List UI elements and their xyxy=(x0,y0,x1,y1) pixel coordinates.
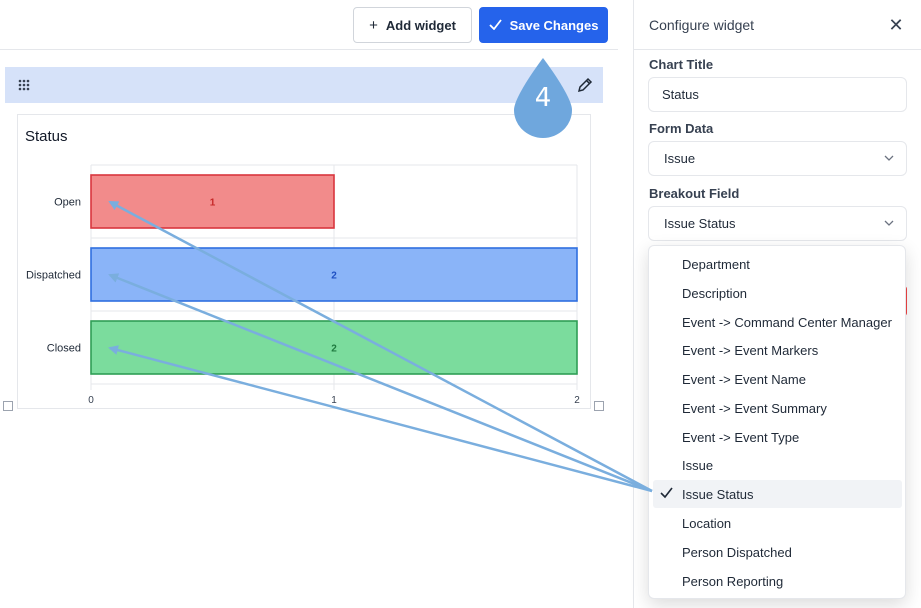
panel-title: Configure widget xyxy=(649,17,755,33)
add-widget-button[interactable]: + Add widget xyxy=(353,7,472,43)
option-label: Event -> Command Center Manager xyxy=(682,314,892,330)
option-label: Event -> Event Summary xyxy=(682,400,827,416)
resize-handle-left[interactable] xyxy=(3,401,13,411)
option-label: Person Reporting xyxy=(682,573,784,589)
form-data-label: Form Data xyxy=(649,121,714,136)
breakout-field-select[interactable]: Issue Status xyxy=(648,206,907,241)
drag-handle-icon[interactable] xyxy=(18,79,30,91)
x-tick-label: 0 xyxy=(88,395,94,406)
dropdown-option[interactable]: Event -> Event Type xyxy=(653,423,902,451)
chart-title-label: Chart Title xyxy=(649,57,714,72)
option-label: Location xyxy=(682,515,732,531)
option-label: Description xyxy=(682,285,748,301)
category-label: Open xyxy=(54,197,81,209)
bar-value-label: 1 xyxy=(210,198,216,209)
close-icon[interactable]: ✕ xyxy=(888,15,904,35)
resize-handle-right[interactable] xyxy=(594,401,604,411)
option-label: Issue xyxy=(682,457,714,473)
add-widget-label: Add widget xyxy=(385,17,456,33)
breakout-field-select-value: Issue Status xyxy=(664,216,736,231)
x-tick-label: 1 xyxy=(331,395,337,406)
chart-title: Status xyxy=(25,128,68,145)
option-label: Person Dispatched xyxy=(682,544,792,560)
chevron-down-icon xyxy=(884,155,894,161)
option-label: Event -> Event Name xyxy=(682,371,806,387)
option-label: Department xyxy=(682,256,750,272)
bar-value-label: 2 xyxy=(331,271,337,282)
chart-title-input[interactable]: Status xyxy=(648,77,907,112)
save-changes-label: Save Changes xyxy=(509,17,599,33)
dropdown-option[interactable]: Event -> Event Summary xyxy=(653,394,902,422)
bar-value-label: 2 xyxy=(331,344,337,355)
dropdown-option[interactable]: Person Dispatched xyxy=(653,538,902,566)
category-label: Dispatched xyxy=(26,270,81,282)
panel-divider xyxy=(634,49,921,50)
check-icon xyxy=(660,487,673,499)
plus-icon: + xyxy=(369,16,378,34)
dropdown-option[interactable]: Event -> Command Center Manager xyxy=(653,308,902,336)
dropdown-option-selected[interactable]: Issue Status xyxy=(653,480,902,508)
chevron-down-icon xyxy=(884,220,894,226)
dropdown-option[interactable]: Event -> Event Name xyxy=(653,365,902,393)
widget-header[interactable] xyxy=(5,67,603,103)
category-label: Closed xyxy=(47,343,81,355)
x-tick-label: 2 xyxy=(574,395,580,406)
dropdown-option[interactable]: Description xyxy=(653,279,902,307)
dropdown-option[interactable]: Person Reporting xyxy=(653,567,902,595)
breakout-field-dropdown xyxy=(648,245,906,599)
dropdown-option[interactable]: Location xyxy=(653,509,902,537)
option-label: Event -> Event Type xyxy=(682,429,800,445)
form-data-select-value: Issue xyxy=(664,151,696,166)
option-label: Issue Status xyxy=(682,486,754,502)
pencil-icon[interactable] xyxy=(576,76,594,94)
dropdown-option[interactable]: Department xyxy=(653,250,902,278)
save-changes-button[interactable]: Save Changes xyxy=(479,7,608,43)
check-icon xyxy=(488,18,502,33)
dropdown-option[interactable]: Event -> Event Markers xyxy=(653,336,902,364)
option-label: Event -> Event Markers xyxy=(682,342,819,358)
breakout-field-label: Breakout Field xyxy=(649,186,740,201)
chart-title-input-value: Status xyxy=(662,87,699,102)
step-marker-number: 4 xyxy=(534,83,552,113)
dropdown-option[interactable]: Issue xyxy=(653,451,902,479)
form-data-select[interactable]: Issue xyxy=(648,141,907,176)
toolbar-divider xyxy=(0,49,618,50)
step-marker-drop-icon xyxy=(514,58,572,138)
